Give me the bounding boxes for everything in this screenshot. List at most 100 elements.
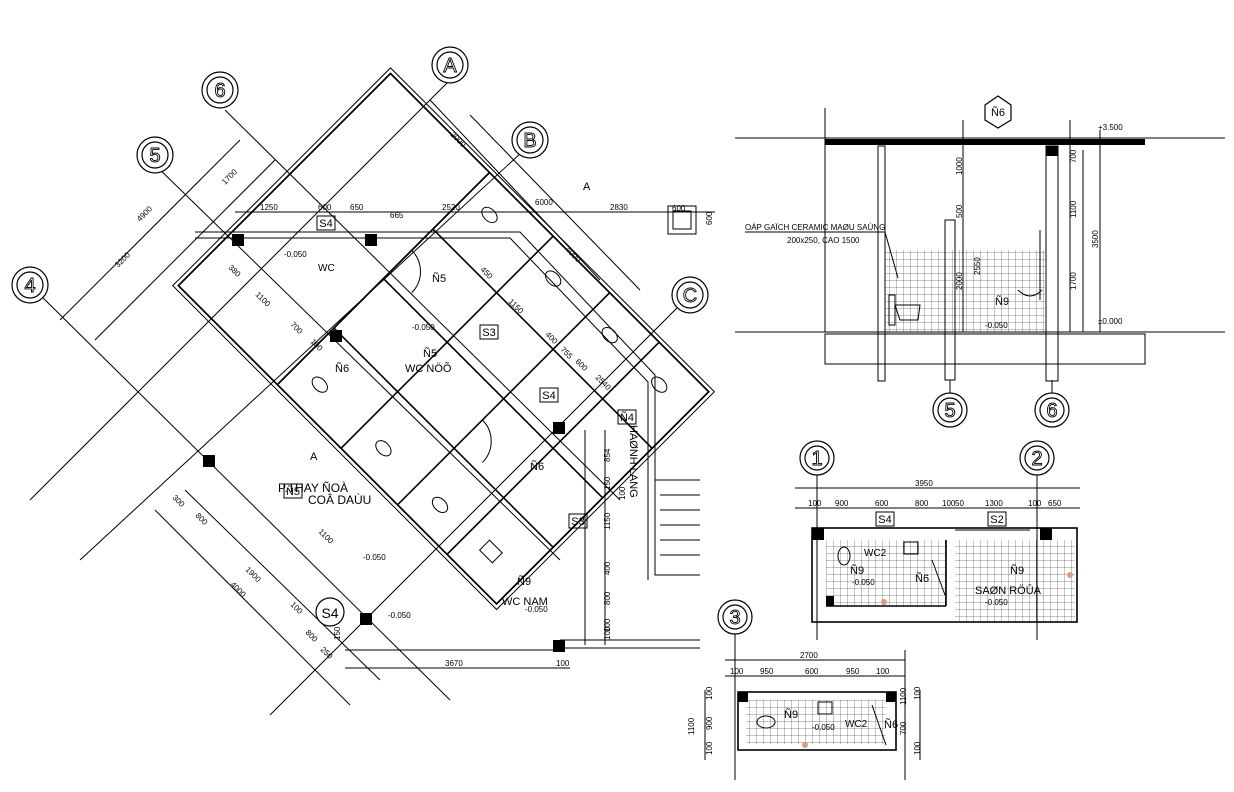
room-changing-2: COÂ DAÙU — [308, 492, 371, 507]
tag: Ñ9 — [1010, 564, 1024, 577]
dim: 100 — [289, 600, 305, 616]
dim: 100 — [556, 659, 570, 668]
plan-dims-bottom: 3670 100 800 150 100 250 — [304, 626, 612, 668]
dim: 3200 — [113, 250, 132, 269]
grid-label: 2 — [1031, 448, 1042, 470]
level-label: -0.050 — [284, 250, 307, 259]
dim: 600 — [875, 499, 889, 508]
grid-label: C — [683, 285, 697, 307]
dim: 2000 — [449, 130, 468, 149]
grid-label: 6 — [214, 80, 225, 102]
tag: Ñ5 — [286, 485, 300, 498]
grid-label: 3 — [729, 607, 740, 629]
level-label: -0.050 — [412, 323, 435, 332]
dim: 6000 — [535, 198, 553, 207]
dim: 150 — [603, 476, 612, 490]
tag: S4 — [878, 514, 891, 526]
dim: 1700 — [220, 167, 239, 186]
room-wc2: WC2 — [845, 719, 868, 730]
grid-label: A — [443, 55, 457, 77]
dim: 300 — [171, 493, 187, 509]
dim: 3950 — [915, 479, 933, 488]
dim: 1100 — [254, 290, 273, 309]
dim: 854 — [603, 448, 612, 462]
dim: 600 — [574, 357, 590, 373]
tag: Ñ6 — [335, 362, 349, 375]
elevation-grid-bubble-6: 6 — [1034, 380, 1070, 428]
wc-plan-1: 1 2 3950 100 900 600 800 100 50 1300 100… — [795, 440, 1080, 640]
floor-plan: 4 5 6 A B C P.THAY ÑOÀ COÂ DAÙU — [11, 46, 716, 716]
dim: 800 — [304, 628, 320, 644]
dim: 100 — [876, 667, 890, 676]
dim: 2540 — [594, 373, 613, 392]
dim: 100 — [913, 686, 922, 700]
elevation-note-1: OÁP GAÏCH CERAMIC MAØU SAÙNG — [745, 223, 885, 232]
plan-grid-bubble-4: 4 — [11, 266, 49, 304]
room-sanrua: SAØN RÖÛA — [975, 584, 1042, 597]
tag: Ñ6 — [530, 460, 544, 473]
tag: Ñ9 — [517, 575, 531, 588]
dim: 700 — [289, 320, 305, 336]
level-top: +3.500 — [1098, 123, 1123, 132]
tag: Ñ9 — [850, 564, 864, 577]
dim: 100 — [603, 618, 612, 632]
dim: 150 — [333, 626, 342, 640]
dim: 755 — [559, 345, 575, 361]
tag: Ñ4 — [620, 411, 634, 424]
dim: 4000 — [564, 245, 583, 264]
dim: 650 — [1048, 499, 1062, 508]
grid-label: 4 — [24, 275, 35, 297]
tag: Ñ6 — [884, 718, 898, 731]
dim: 1700 — [1069, 272, 1078, 290]
plan-grid-bubble-b: B — [511, 121, 549, 159]
dim: 1150 — [603, 512, 612, 530]
dim: 100 — [618, 486, 627, 500]
tag: S4 — [319, 218, 332, 230]
wc-plan-2: 3 2700 100 950 600 950 100 1100 900 100 … — [687, 599, 922, 780]
tag: S4 — [321, 605, 338, 621]
plan-grid-bubble-a: A — [431, 46, 469, 84]
corridor-label: HAØNH LANG — [627, 425, 639, 498]
dim: 100 — [942, 499, 956, 508]
tag: Ñ6 — [915, 572, 929, 585]
dim: 2700 — [800, 651, 818, 660]
dim: 3500 — [1091, 230, 1100, 248]
dim: 600 — [672, 204, 686, 213]
grid-label: 1 — [811, 448, 822, 470]
level-label: -0.050 — [525, 605, 548, 614]
tag-text: Ñ6 — [991, 106, 1005, 119]
level-floor: -0.050 — [985, 321, 1008, 330]
dim: 665 — [390, 211, 404, 220]
plan-dimension-lines — [235, 211, 715, 669]
elevation-note-2: 200x250, CAO 1500 — [787, 236, 860, 245]
room-wc: WC — [318, 263, 335, 274]
plan-columns — [203, 234, 565, 652]
dim: 100 — [730, 667, 744, 676]
dim: 1000 — [955, 157, 964, 175]
dim: 400 — [603, 561, 612, 575]
dim: 400 — [544, 330, 560, 346]
grid-label: B — [523, 130, 536, 152]
level-label: -0.050 — [985, 598, 1008, 607]
dim: 250 — [319, 645, 335, 661]
plan-building — [172, 67, 716, 611]
tag: A — [310, 451, 318, 463]
dim: 600 — [805, 667, 819, 676]
dim: 800 — [915, 499, 929, 508]
dim: 2550 — [973, 257, 982, 275]
dim: 2000 — [955, 272, 964, 290]
room-wc-nam: WC NAM — [502, 596, 548, 608]
dim: 700 — [899, 721, 908, 735]
elevation-grid-bubble-5: 5 — [932, 380, 968, 428]
tag: Ñ5 — [423, 347, 437, 360]
dim: 4000 — [229, 580, 248, 599]
wc1-grid-bubble-2: 2 — [1019, 440, 1055, 476]
level-zero: ±0.000 — [1098, 317, 1123, 326]
dim: 100 — [1028, 499, 1042, 508]
level-label: -0.050 — [852, 578, 875, 587]
dim: 1100 — [687, 717, 696, 735]
grid-label: 5 — [149, 145, 160, 167]
dim: 4900 — [135, 204, 154, 223]
elevation-tag: Ñ6 — [984, 95, 1012, 129]
